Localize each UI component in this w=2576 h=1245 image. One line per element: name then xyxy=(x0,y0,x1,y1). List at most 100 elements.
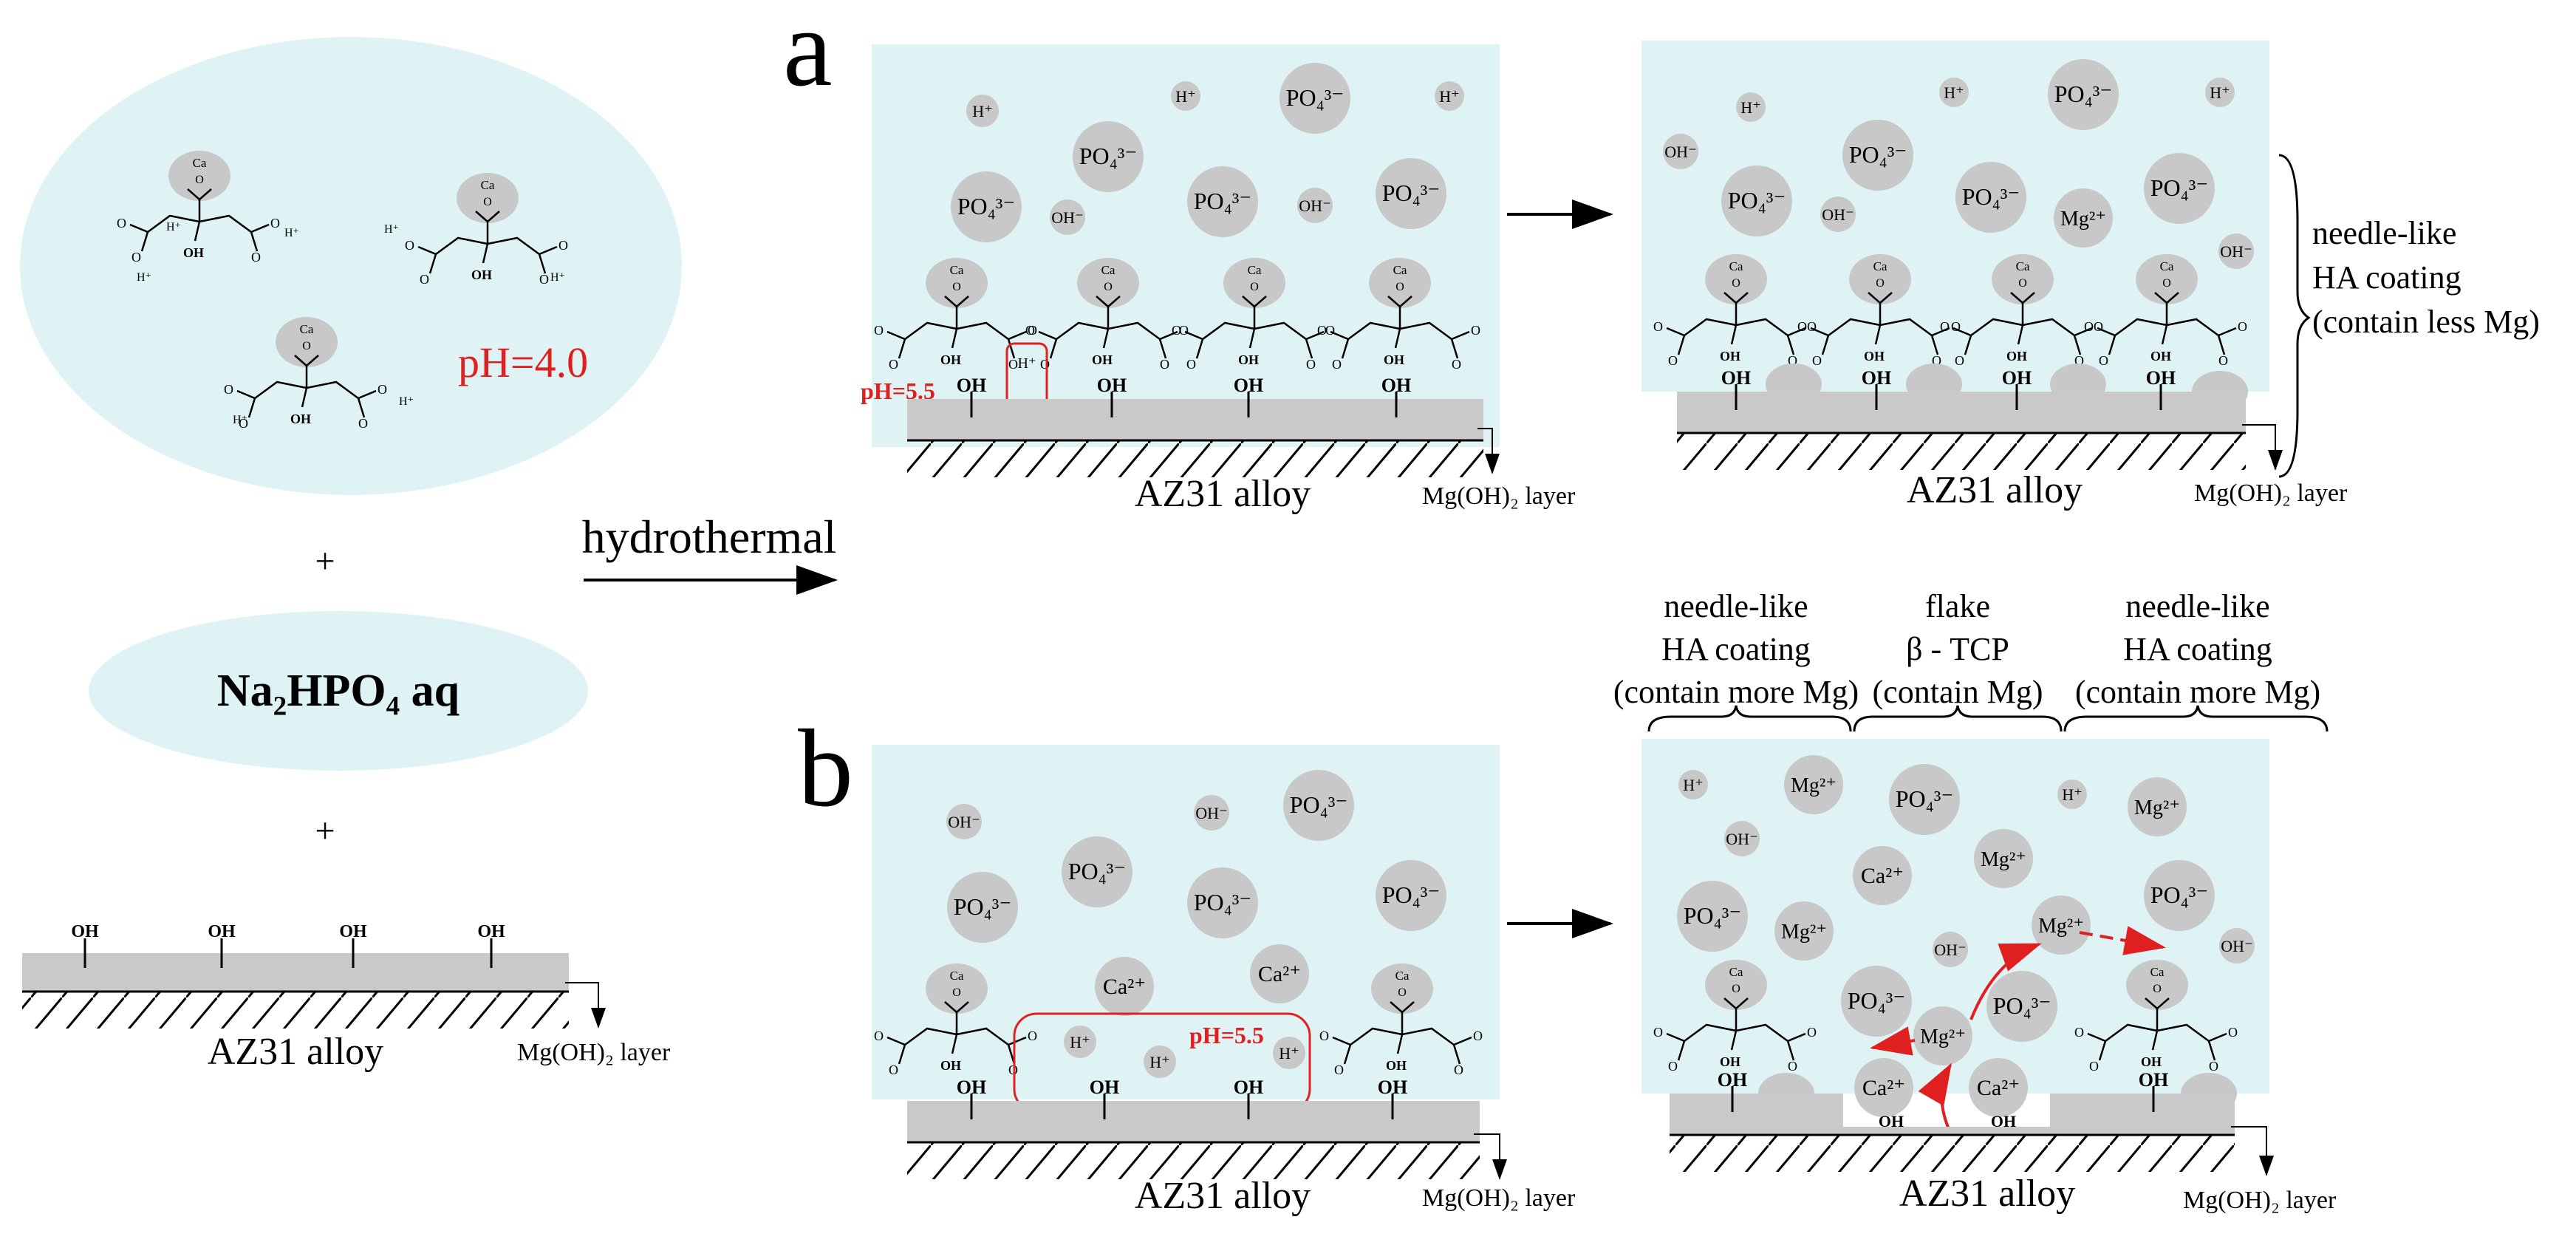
hydroxide-ion xyxy=(1724,821,1760,856)
svg-text:PO₄³⁻: PO₄³⁻ xyxy=(957,193,1016,219)
svg-text:PO₄³⁻: PO₄³⁻ xyxy=(1194,188,1252,214)
hatched-alloy xyxy=(22,992,569,1029)
phosphate-ion xyxy=(1889,764,1960,835)
svg-text:PO₄³⁻: PO₄³⁻ xyxy=(1728,187,1786,214)
panel-label-b: b xyxy=(798,707,853,830)
oh-group: OH xyxy=(2002,367,2032,389)
phosphate-ion xyxy=(1986,971,2057,1042)
alloy-label: AZ31 alloy xyxy=(208,1031,383,1073)
magnesium-ion xyxy=(1784,755,1843,814)
hatched-alloy xyxy=(1670,1135,2235,1172)
svg-text:Ca²⁺: Ca²⁺ xyxy=(1103,975,1146,999)
svg-text:OH⁻: OH⁻ xyxy=(1726,830,1757,848)
alloy-label: AZ31 alloy xyxy=(1135,1175,1311,1217)
ph-label: pH=4.0 xyxy=(458,338,588,386)
ion-cluster: OH⁻ OH⁻ PO₄³⁻ PO₄³⁻ PO₄³⁻ PO₄³⁻ PO₄³⁻ Ca… xyxy=(946,770,1446,1078)
svg-text:H⁺: H⁺ xyxy=(1070,1033,1090,1051)
svg-text:PO₄³⁻: PO₄³⁻ xyxy=(1290,791,1348,818)
zone-brace xyxy=(2063,705,2329,732)
phosphate-ion xyxy=(2144,860,2215,931)
panel-a-after: H⁺ H⁺ H⁺ PO₄³⁻ PO₄³⁻ PO₄³⁻ PO₄³⁻ PO₄³⁻ M… xyxy=(1641,41,2540,511)
ion-cluster: H⁺ H⁺ H⁺ PO₄³⁻ PO₄³⁻ PO₄³⁻ PO₄³⁻ PO₄³⁻ O… xyxy=(951,63,1464,242)
svg-text:OH⁻: OH⁻ xyxy=(948,813,980,831)
hydroxide-ion xyxy=(2218,233,2254,269)
svg-text:H⁺: H⁺ xyxy=(1683,776,1704,794)
alloy-label: AZ31 alloy xyxy=(1907,469,2083,511)
svg-text:Mg²⁺: Mg²⁺ xyxy=(1781,921,1827,944)
zone-label: (contain more Mg) xyxy=(1613,674,1859,710)
calcium-ion xyxy=(1854,1058,1913,1117)
hydroxide-ion xyxy=(1194,795,1229,830)
panel-b-before: OH⁻ OH⁻ PO₄³⁻ PO₄³⁻ PO₄³⁻ PO₄³⁻ PO₄³⁻ Ca… xyxy=(872,745,1576,1217)
svg-text:H⁺: H⁺ xyxy=(972,102,993,120)
calcium-ion xyxy=(1853,846,1912,905)
svg-text:Mg²⁺: Mg²⁺ xyxy=(1791,774,1837,797)
oh-group: OH xyxy=(71,922,99,941)
oh-group: OH xyxy=(1721,367,1751,389)
panel-a-before: H⁺ H⁺ H⁺ PO₄³⁻ PO₄³⁻ PO₄³⁻ PO₄³⁻ PO₄³⁻ O… xyxy=(861,44,1576,515)
svg-text:H⁺: H⁺ xyxy=(1175,87,1196,106)
alloy-label: AZ31 alloy xyxy=(1899,1173,2075,1215)
svg-text:OH⁻: OH⁻ xyxy=(1195,804,1227,822)
calcium-ion xyxy=(1095,957,1154,1016)
solution-ellipse xyxy=(89,611,588,771)
svg-text:PO₄³⁻: PO₄³⁻ xyxy=(1993,992,2051,1019)
ion-cluster: H⁺ H⁺ H⁺ PO₄³⁻ PO₄³⁻ PO₄³⁻ PO₄³⁻ PO₄³⁻ M… xyxy=(1663,59,2254,269)
svg-text:Ca²⁺: Ca²⁺ xyxy=(1977,1076,2020,1100)
calcium-ion xyxy=(1969,1058,2028,1117)
ion-label: H⁺ xyxy=(399,395,414,408)
local-ph-label: pH=5.5 xyxy=(1189,1022,1264,1048)
zone-label: needle-like xyxy=(2125,588,2269,624)
solution-ellipse xyxy=(20,37,682,495)
zone-label: flake xyxy=(1925,588,1990,624)
hydroxide-ion xyxy=(1050,199,1085,235)
svg-text:H⁺: H⁺ xyxy=(2210,83,2230,102)
mg-oh-layer-label: Mg(OH)₂ layer xyxy=(1422,1184,1576,1212)
svg-text:OH⁻: OH⁻ xyxy=(1299,197,1330,215)
mg-diffusion-arrow xyxy=(1969,943,2042,1020)
h-ion xyxy=(1939,78,1969,107)
plus-sign: + xyxy=(315,811,335,850)
svg-text:Mg²⁺: Mg²⁺ xyxy=(2060,208,2106,231)
svg-text:OH⁻: OH⁻ xyxy=(2221,937,2252,955)
svg-text:OH⁻: OH⁻ xyxy=(1934,941,1966,959)
svg-text:PO₄³⁻: PO₄³⁻ xyxy=(1382,180,1441,206)
magnesium-ion xyxy=(2128,777,2187,836)
phosphate-ion xyxy=(1842,120,1913,191)
calcium-ion xyxy=(1250,944,1309,1003)
svg-text:OH⁻: OH⁻ xyxy=(2220,242,2252,261)
oh-group: OH xyxy=(477,922,505,941)
oh-group: OH xyxy=(1097,375,1127,396)
h-ion xyxy=(1064,1026,1096,1058)
phosphate-ion xyxy=(1280,63,1350,134)
ion-label: H⁺ xyxy=(233,414,247,426)
magnesium-ion xyxy=(2032,896,2091,955)
phosphate-ion xyxy=(1283,770,1354,841)
phosphate-ion xyxy=(1841,966,1912,1037)
svg-text:Mg²⁺: Mg²⁺ xyxy=(1920,1026,1966,1048)
zone-label: β - TCP xyxy=(1906,631,2009,667)
coating-label: HA coating xyxy=(2312,259,2461,296)
zone-label: (contain more Mg) xyxy=(2075,674,2320,710)
magnesium-ion xyxy=(1774,901,1834,961)
ion-label: H⁺ xyxy=(284,227,299,239)
oh-group: OH xyxy=(1991,1112,2016,1130)
oh-group: OH xyxy=(1862,367,1891,389)
mg-oh-layer-label: Mg(OH)₂ layer xyxy=(2183,1187,2337,1214)
coating-label: (contain less Mg) xyxy=(2312,304,2540,340)
ion-label: H⁺ xyxy=(166,221,181,233)
initial-substrate: OH OH OH OH AZ31 alloy Mg(OH)₂ layer xyxy=(22,922,671,1073)
ion-label: H⁺ xyxy=(550,271,565,284)
ion-label: H⁺ xyxy=(1018,355,1036,372)
mg-oh-layer xyxy=(1677,392,2246,433)
coating-brace xyxy=(2278,154,2311,478)
plus-sign: + xyxy=(315,542,335,581)
mg-oh-layer xyxy=(1670,1094,2235,1135)
svg-text:Ca²⁺: Ca²⁺ xyxy=(1862,1076,1905,1100)
hydroxide-ion xyxy=(1933,932,1968,967)
oh-group: OH xyxy=(1718,1069,1747,1091)
zone-brace xyxy=(1853,705,2063,732)
svg-text:PO₄³⁻: PO₄³⁻ xyxy=(954,893,1012,920)
svg-text:OH⁻: OH⁻ xyxy=(1822,205,1854,224)
oh-group: OH xyxy=(957,1077,986,1098)
